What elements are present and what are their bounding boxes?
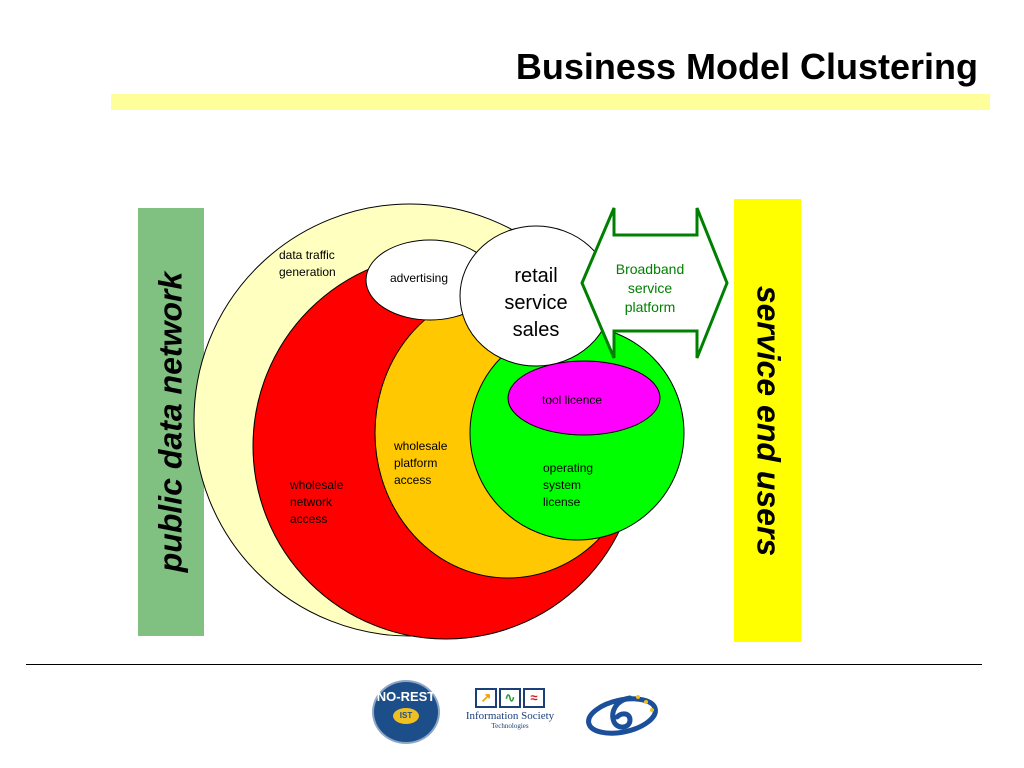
no-rest-logo-text: NO-REST bbox=[376, 689, 436, 704]
data-traffic-label: data traffic generation bbox=[279, 248, 336, 279]
advertising-label: advertising bbox=[390, 271, 449, 285]
service-end-users-bar: service end users bbox=[734, 199, 801, 642]
retail-service-label: retail service sales bbox=[504, 265, 568, 341]
arrow-icon: ↗ bbox=[475, 688, 497, 708]
no-rest-logo: NO-REST IST bbox=[372, 680, 440, 744]
information-society-icons: ↗∿≈ bbox=[474, 688, 546, 708]
information-society-subcaption: Technologies bbox=[491, 722, 529, 730]
broadband-label: Broadband service platform bbox=[615, 261, 685, 315]
footer-divider bbox=[26, 664, 982, 665]
public-data-network-bar: public data network bbox=[138, 208, 204, 636]
page-title: Business Model Clustering bbox=[515, 46, 978, 87]
wholesale-platform-label: wholesale platform access bbox=[394, 439, 448, 487]
title-underline-bar bbox=[111, 94, 990, 110]
information-society-logo: ↗∿≈ Information Society Technologies bbox=[458, 688, 562, 744]
approx-icon: ≈ bbox=[523, 688, 545, 708]
wholesale-network-label: wholesale network access bbox=[290, 478, 344, 526]
broadband-double-arrow bbox=[580, 207, 729, 359]
fp6-logo bbox=[586, 695, 658, 736]
information-society-caption: Information Society bbox=[465, 710, 555, 722]
tool-licence-label: tool licence bbox=[542, 393, 603, 407]
wave-icon: ∿ bbox=[499, 688, 521, 708]
no-rest-badge: IST bbox=[393, 708, 419, 724]
operating-system-label: operating system license bbox=[543, 461, 594, 509]
tool-licence-ellipse bbox=[507, 360, 661, 436]
